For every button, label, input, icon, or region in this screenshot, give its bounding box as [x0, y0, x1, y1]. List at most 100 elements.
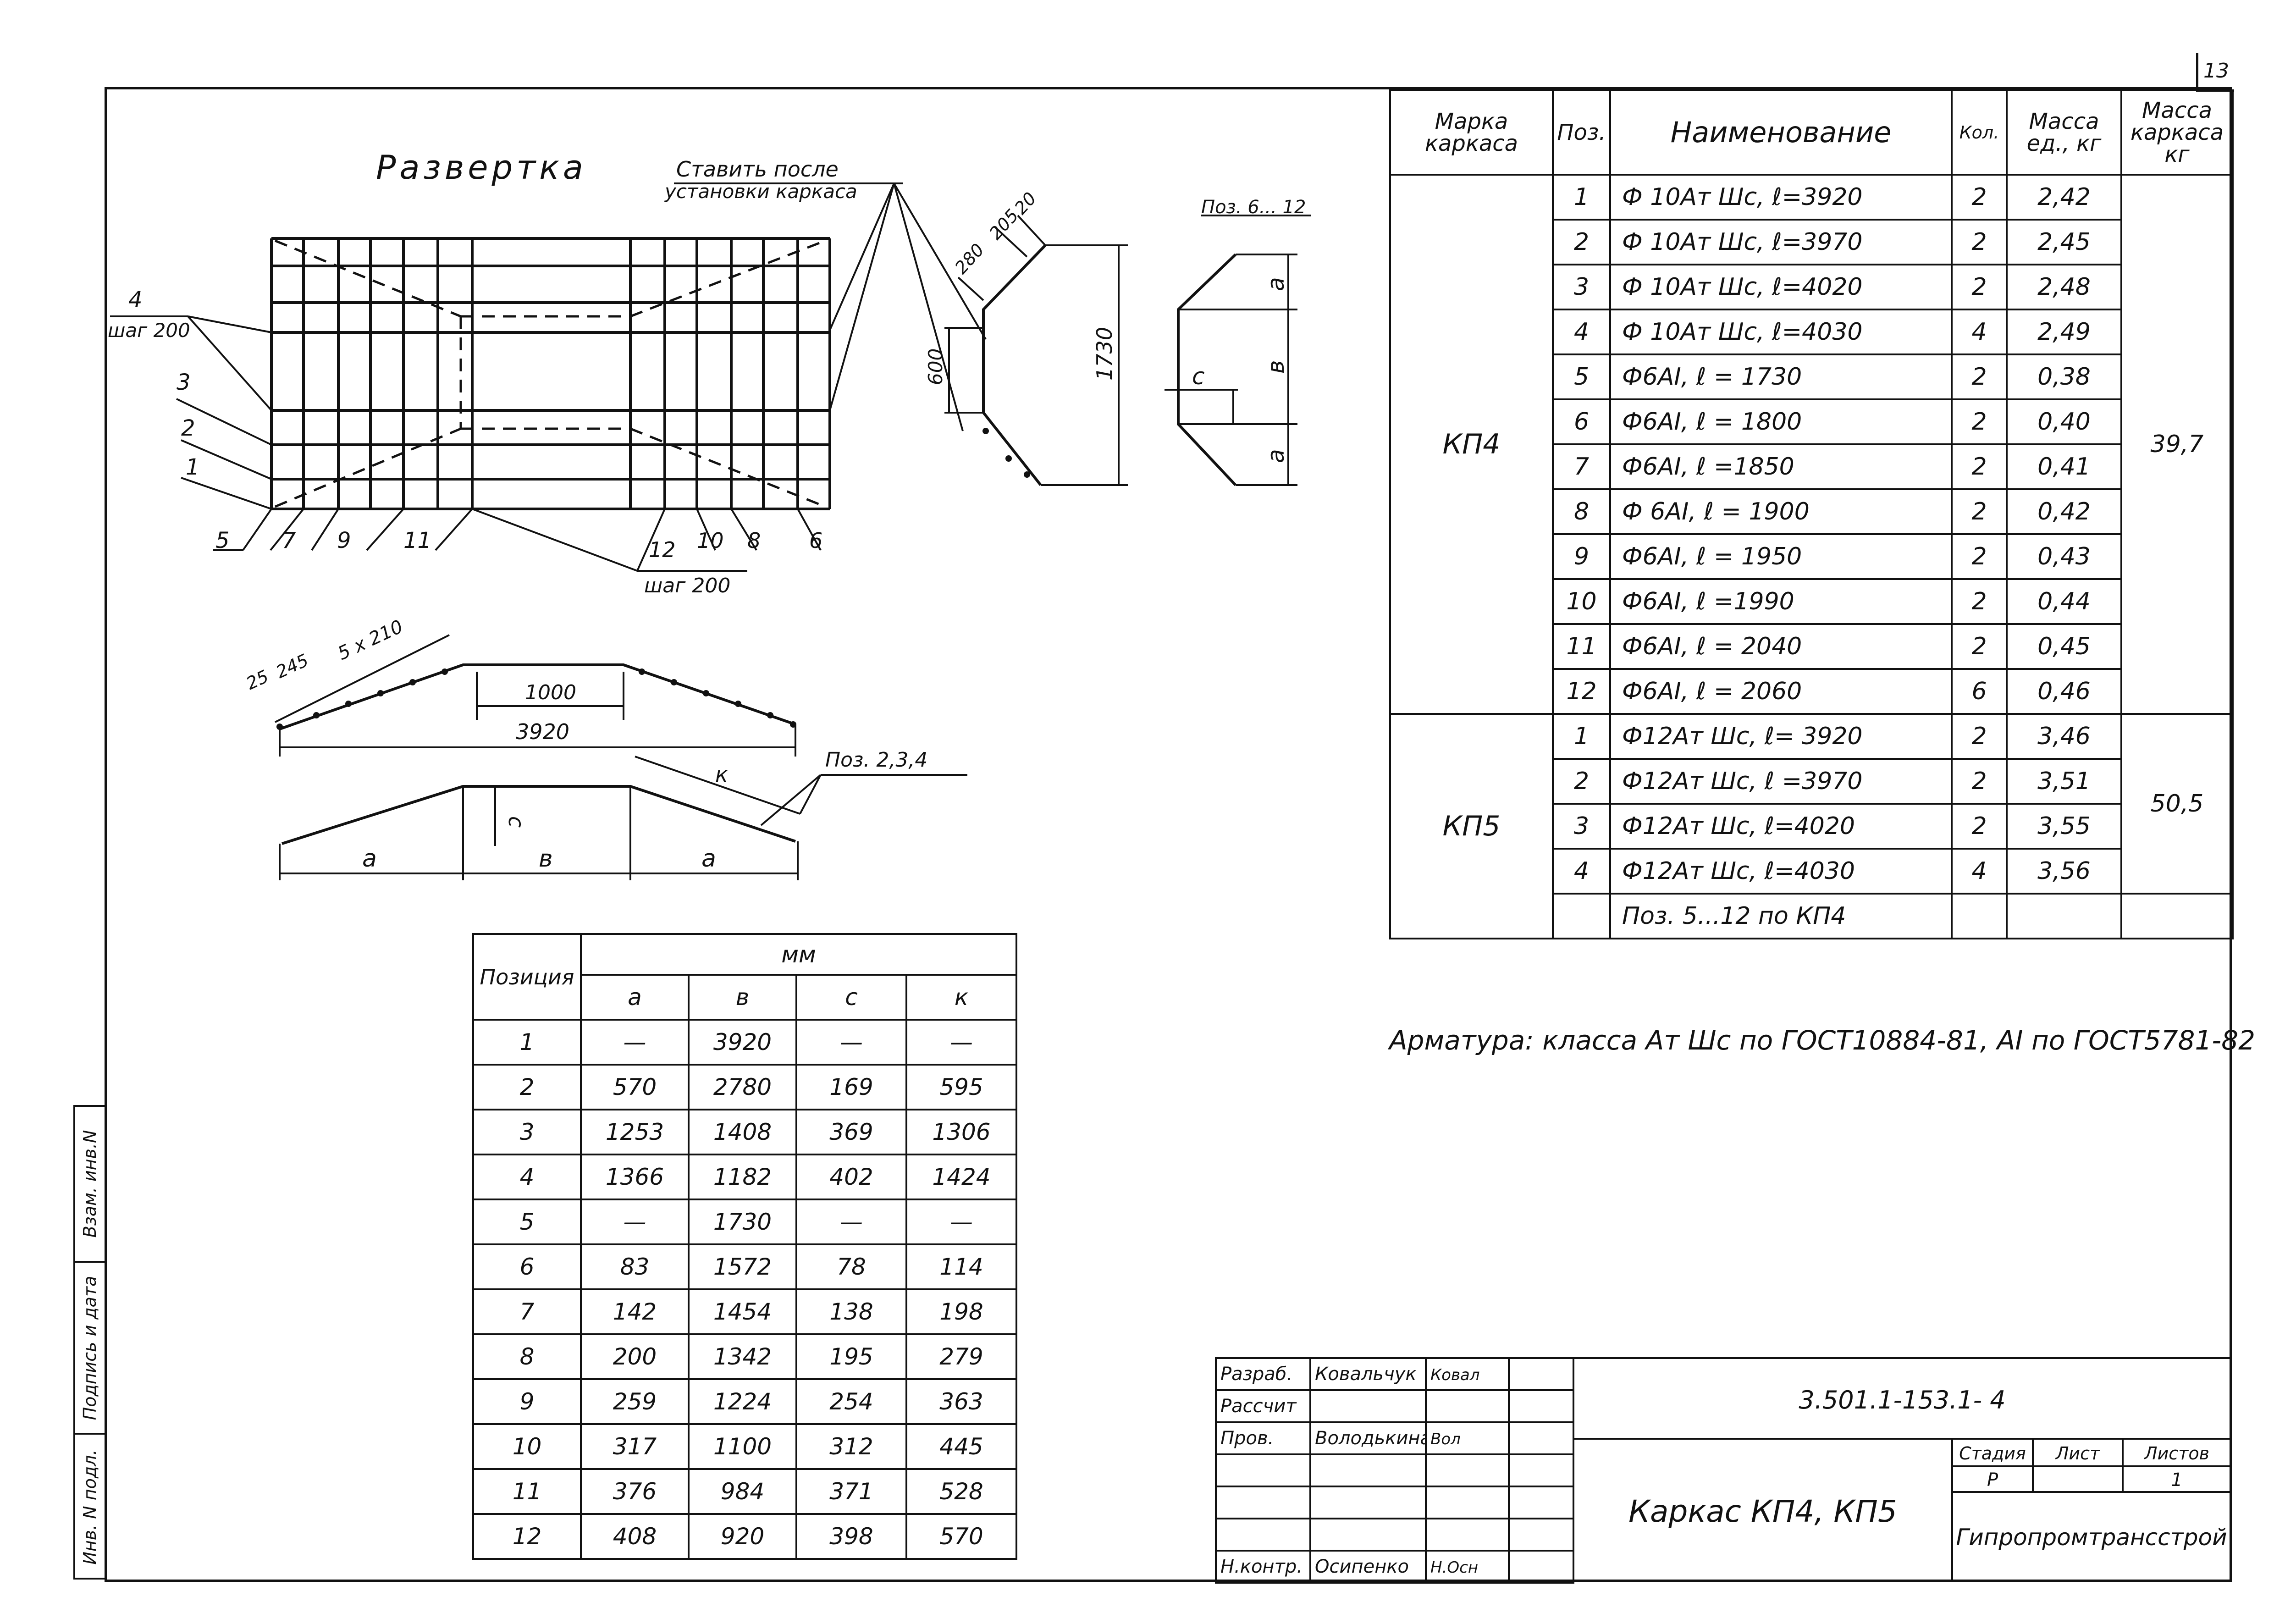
title-block-signatures-cell: Н.Осн — [1425, 1550, 1510, 1584]
title-block-date-cell — [1508, 1421, 1574, 1455]
hdr-k: к — [905, 974, 1018, 1021]
cell-value: — — [580, 1019, 690, 1066]
hdr-pos: Поз. — [1552, 89, 1611, 176]
cell-mass: 0,46 — [2006, 668, 2122, 715]
title-block-signatures-cell — [1425, 1389, 1510, 1423]
cell-qty: 2 — [1951, 803, 2008, 850]
label-12: 12 — [649, 537, 676, 562]
cell-qty: 2 — [1951, 174, 2008, 221]
cell-value: 376 — [580, 1468, 690, 1515]
cell-value: 114 — [905, 1243, 1018, 1290]
title-block-names-cell: Володькина — [1309, 1421, 1427, 1455]
cell-qty: 2 — [1951, 713, 2008, 760]
title-block-date-cell — [1508, 1486, 1574, 1519]
doc-code: 3.501.1-153.1- 4 — [1799, 1386, 2006, 1414]
cell-mass: 2,48 — [2006, 264, 2122, 310]
cell-value: 279 — [905, 1333, 1018, 1380]
cell-value: 408 — [580, 1513, 690, 1560]
cell-pos: 3 — [1552, 264, 1611, 310]
side-label-inv: Инв. N подл. — [80, 1449, 100, 1565]
label-7: 7 — [282, 528, 296, 553]
cell-mass: 3,56 — [2006, 848, 2122, 895]
pos-header-row: Позиция мм — [472, 933, 1018, 1021]
title-block-roles-cell — [1215, 1486, 1311, 1519]
development-grid — [270, 237, 831, 510]
sheets-label-cell: Листов — [2122, 1438, 2232, 1467]
cell-qty: 4 — [1951, 309, 2008, 355]
cell-value: 2780 — [688, 1064, 797, 1110]
cell-pos: 4 — [1552, 848, 1611, 895]
table-row: КП5 1 Ф12Ат Шс, ℓ= 3920 2 3,46 50,5 — [1389, 713, 2234, 939]
cell-qty: 4 — [1951, 848, 2008, 895]
cell-pos: 10 — [1552, 578, 1611, 625]
stage-label-cell: Стадия — [1951, 1438, 2034, 1467]
title-block-roles-cell: Разраб. — [1215, 1357, 1311, 1391]
hdr-c: c — [795, 974, 907, 1021]
cell-value: 83 — [580, 1243, 690, 1290]
cell-qty: 2 — [1951, 623, 2008, 670]
cell-value: 317 — [580, 1423, 690, 1470]
title-block-names-cell — [1309, 1453, 1427, 1487]
dim-c-2: c — [504, 816, 529, 828]
pos-col-row: a в c к — [473, 974, 1018, 1021]
bent-bar-view — [944, 215, 1128, 486]
bar-development — [275, 634, 796, 757]
dim-b: в — [1263, 360, 1289, 374]
title-block-names-cell — [1309, 1486, 1427, 1519]
cell-pos: 11 — [1552, 623, 1611, 670]
cell-position: 3 — [472, 1109, 582, 1155]
cell-mass: 0,42 — [2006, 488, 2122, 535]
cell-qty: 6 — [1951, 668, 2008, 715]
cell-value: 169 — [795, 1064, 907, 1110]
cell-qty: 2 — [1951, 578, 2008, 625]
cell-value: 398 — [795, 1513, 907, 1560]
label-9: 9 — [337, 528, 351, 553]
cell-value: 595 — [905, 1064, 1018, 1110]
cell-position: 7 — [472, 1288, 582, 1335]
cell-mass: 3,55 — [2006, 803, 2122, 850]
title-block-names-cell: Осипенко — [1309, 1550, 1427, 1584]
cell-pos: 6 — [1552, 398, 1611, 445]
hdr-mass-unit: Масса ед., кг — [2006, 89, 2122, 176]
side-label-replace: Взам. инв.N — [80, 1130, 100, 1238]
cell-position: 12 — [472, 1513, 582, 1560]
hdr-a: a — [580, 974, 690, 1021]
organization: Гипропромтрансстрой — [1956, 1524, 2227, 1551]
cell-mass: 2,49 — [2006, 309, 2122, 355]
cell-value: — — [795, 1019, 907, 1066]
signature: Вол — [1430, 1430, 1461, 1448]
cell-value: 1424 — [905, 1154, 1018, 1200]
cell-position: 6 — [472, 1243, 582, 1290]
cell-name: Ф12Ат Шс, ℓ=4020 — [1609, 803, 1953, 850]
sheet-label-cell: Лист — [2032, 1438, 2124, 1467]
cell-value: 1454 — [688, 1288, 797, 1335]
cell-name: Ф6АI, ℓ = 1730 — [1609, 354, 1953, 400]
title-block-date-cell — [1508, 1550, 1574, 1584]
dim-b-2: в — [539, 845, 553, 873]
cell-value: 1182 — [688, 1154, 797, 1200]
dim-5x210: 5 x 210 — [335, 616, 406, 664]
drawing-title: Каркас КП4, КП5 — [1628, 1494, 1897, 1529]
cell-value: 570 — [905, 1513, 1018, 1560]
table-row: 1—3920—— — [472, 1019, 1018, 1066]
cell-pos: 2 — [1552, 758, 1611, 805]
cell-value: 402 — [795, 1154, 907, 1200]
cell-value: 1366 — [580, 1154, 690, 1200]
drawing-area: Развертка Ставить после установки каркас… — [108, 148, 1311, 880]
cell-qty: 2 — [1951, 219, 2008, 265]
cell-value: 984 — [688, 1468, 797, 1515]
title-block-date-cell — [1508, 1518, 1574, 1552]
cell-value: 1306 — [905, 1109, 1018, 1155]
page-number: 13 — [2196, 53, 2234, 92]
table-row: Поз. 5...12 по КП4 — [1390, 893, 2234, 939]
cell-pos — [1552, 893, 1611, 939]
